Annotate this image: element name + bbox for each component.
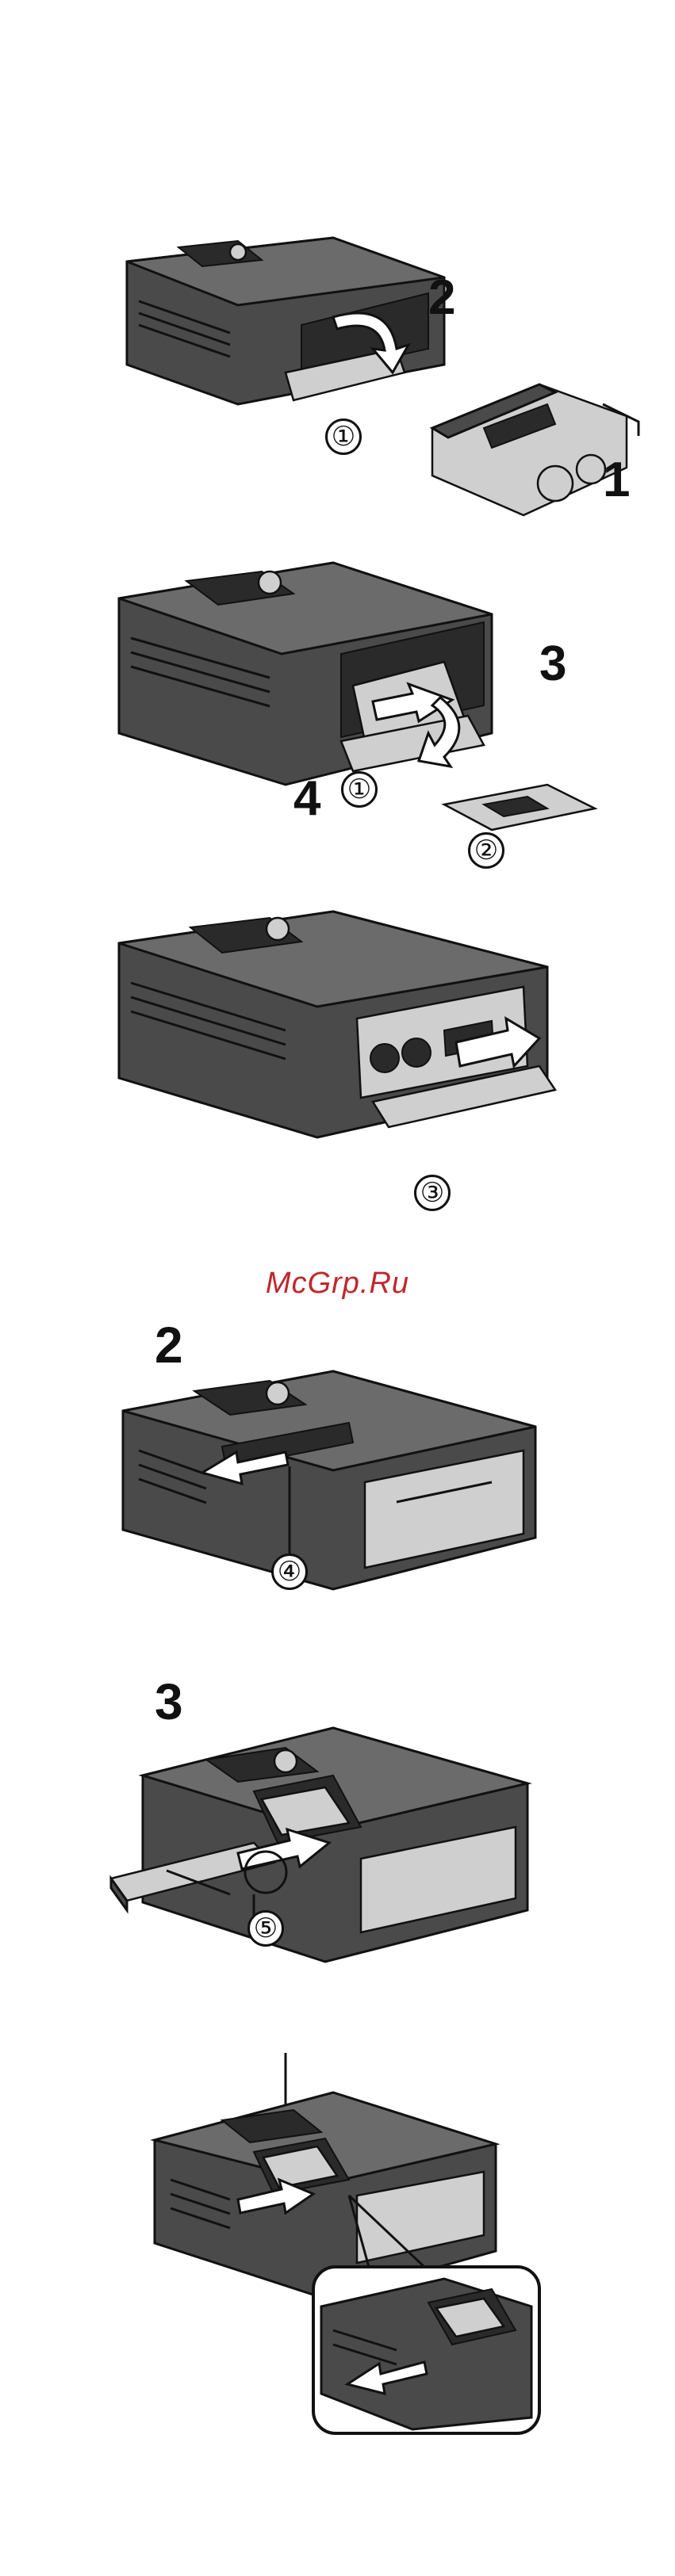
- step-number: 3: [539, 640, 566, 689]
- detail-inset: [313, 2267, 539, 2433]
- figure-card-insert: 3 ⑤: [0, 1672, 675, 2021]
- callout-4: ④: [271, 1554, 308, 1590]
- step-number: 4: [293, 774, 320, 824]
- figure-card-slot-open: 2 ④: [0, 1316, 675, 1649]
- printer-illustration: [0, 1316, 675, 1649]
- callout-1: ①: [325, 419, 362, 455]
- callout-5: ⑤: [247, 1910, 284, 1947]
- printer-illustration: [0, 519, 675, 923]
- callout-2: ②: [468, 832, 504, 869]
- figure-battery-insert: ① 2 1: [0, 214, 675, 547]
- step-number: 2: [155, 1320, 183, 1370]
- printer-illustration: [0, 1672, 675, 2021]
- figure-battery-close: ① ② 3 4: [0, 519, 675, 923]
- figure-battery-lock: ③: [0, 896, 675, 1244]
- step-number: 3: [155, 1676, 183, 1727]
- printer-illustration: [0, 214, 675, 547]
- callout-1: ①: [341, 771, 378, 808]
- card-illustration: [444, 785, 595, 830]
- printer-illustration: [0, 2045, 675, 2457]
- printer-illustration: [0, 896, 675, 1244]
- figure-card-eject-detail: [0, 2045, 675, 2457]
- step-number: 1: [603, 456, 630, 505]
- watermark: McGrp.Ru: [0, 1267, 675, 1301]
- step-number: 2: [428, 273, 455, 323]
- callout-3: ③: [414, 1175, 451, 1211]
